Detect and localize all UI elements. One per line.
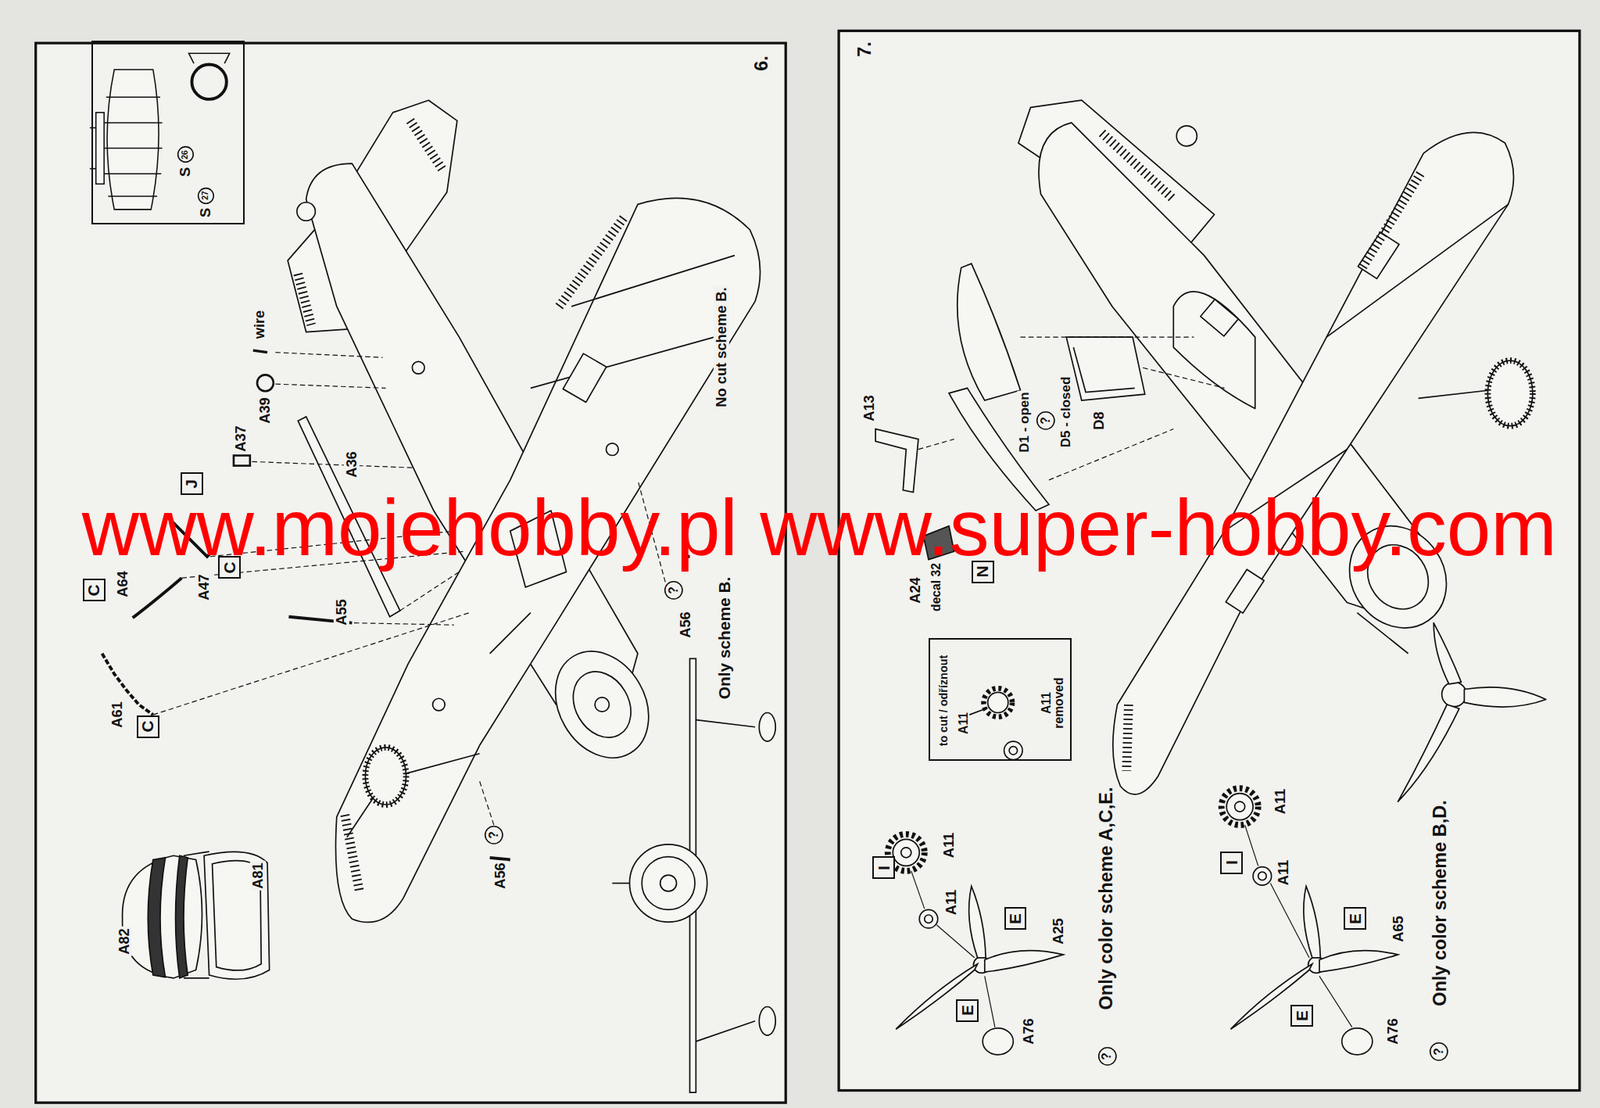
- option-symbol: ?: [1101, 1052, 1114, 1060]
- aircraft-drawing: [1018, 100, 1547, 802]
- circle-outline: [177, 146, 194, 163]
- part-number: A76: [1020, 1016, 1037, 1046]
- part-number: 27: [201, 190, 210, 201]
- circle-outline: [197, 187, 214, 204]
- front-view-drawing: [612, 658, 776, 1092]
- circle-outline: [1098, 1047, 1116, 1065]
- note: decal 32: [930, 561, 945, 613]
- part-number: A36: [343, 449, 360, 480]
- cut-note-panel: to cut / odříznoutA11 A11 removed: [928, 637, 1072, 761]
- part-number: A13: [861, 393, 877, 423]
- note: D5 - closed: [1059, 375, 1074, 450]
- inset-panel: S S 26 27: [91, 40, 245, 225]
- option-circle: ?: [484, 825, 504, 845]
- part-number: A61: [109, 699, 126, 730]
- option-circle: ?: [1429, 1041, 1449, 1061]
- sprue-letter: S: [178, 167, 193, 177]
- option-symbol: ?: [1039, 416, 1053, 425]
- sprue-letter: J: [183, 479, 201, 489]
- part-number: A47: [196, 572, 212, 602]
- sprue-letter: E: [1346, 912, 1364, 924]
- part-number: A81: [250, 860, 266, 891]
- circle-outline: [664, 580, 682, 598]
- note: Only color scheme B,D.: [1431, 798, 1452, 1009]
- sprue-letter: E: [1006, 912, 1024, 924]
- sprue-letter: I: [875, 865, 892, 870]
- option-symbol: ?: [487, 830, 501, 839]
- step-number: 7.: [855, 39, 876, 59]
- note: A11: [957, 712, 971, 734]
- part-number: A11: [943, 887, 960, 917]
- option-circle: ?: [664, 580, 684, 600]
- part-number: A24: [907, 575, 924, 605]
- circle-outline: [1430, 1042, 1448, 1060]
- option-symbol: ?: [667, 586, 681, 595]
- part-number: A56: [677, 609, 694, 640]
- sprue-letter: E: [1293, 1009, 1311, 1021]
- note: Only color scheme A,C,E.: [1097, 784, 1118, 1011]
- note: D1 - open: [1016, 390, 1032, 455]
- part-number: A64: [114, 569, 131, 599]
- part-number: A65: [1389, 913, 1406, 944]
- parts-drawing: [875, 263, 1398, 1055]
- note: A11 removed: [1040, 674, 1065, 731]
- watermark: www.mojehobby.pl www.super-hobby.com: [82, 488, 1558, 569]
- page-frame: [35, 42, 787, 1103]
- part-number: A76: [1385, 1016, 1401, 1046]
- sprue-letter: S: [198, 207, 213, 218]
- part-number: A82: [116, 926, 133, 956]
- circle-outline: [1037, 411, 1055, 430]
- part-number: A39: [257, 395, 273, 426]
- note: Only scheme B.: [715, 575, 734, 702]
- sprue-letter-box: I: [1220, 851, 1243, 874]
- part-number: A11: [1275, 858, 1292, 888]
- option-symbol: ?: [1432, 1047, 1446, 1056]
- sprue-letter-box: I: [872, 855, 895, 879]
- sprue-letter-box: E: [955, 998, 979, 1022]
- sprue-letter-box: E: [1343, 906, 1367, 930]
- part-number: A25: [1050, 916, 1067, 946]
- circle-outline: [485, 826, 503, 844]
- sprue-letter: C: [85, 583, 103, 596]
- step-number: 6.: [751, 53, 773, 73]
- part-number: A55: [333, 597, 350, 628]
- parts-drawing: [102, 350, 691, 979]
- sprue-letter: E: [959, 1004, 976, 1016]
- option-circle: ?: [1036, 411, 1056, 430]
- part-number: A11: [1272, 787, 1289, 817]
- inset-drawing: [89, 53, 230, 210]
- part-number: 26: [181, 150, 190, 160]
- sprue-letter-box: C: [82, 578, 106, 602]
- sprue-letter-box: E: [1004, 906, 1028, 930]
- part-number-circle: 27: [197, 187, 215, 205]
- sprue-letter-box: C: [136, 715, 160, 738]
- sprue-letter: C: [139, 720, 157, 733]
- sprue-letter-box: E: [1290, 1004, 1314, 1028]
- part-number: A37: [232, 424, 249, 455]
- note: No cut scheme B.: [713, 285, 730, 409]
- part-number: A11: [941, 830, 957, 860]
- part-number: D8: [1091, 409, 1107, 431]
- note: wire: [250, 308, 267, 341]
- sprue-letter: I: [1223, 859, 1240, 865]
- part-number-circle: 26: [177, 146, 194, 163]
- note: to cut / odříznout: [937, 655, 949, 746]
- option-circle: ?: [1098, 1046, 1117, 1066]
- part-number: A56: [492, 860, 509, 891]
